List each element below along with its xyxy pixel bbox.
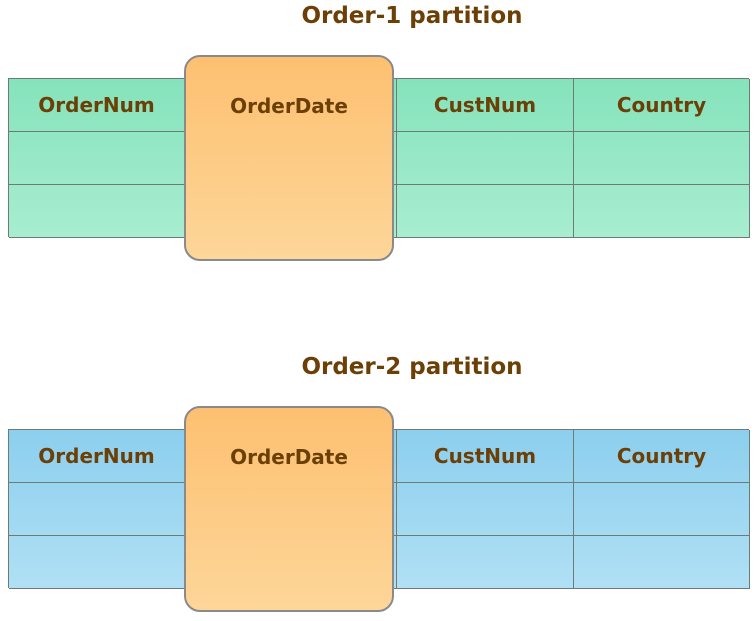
column-header-custnum: CustNum: [397, 79, 574, 132]
table-cell: [574, 185, 750, 238]
column-header-country: Country: [574, 430, 750, 483]
table-cell: [574, 132, 750, 185]
table-cell: [397, 132, 574, 185]
partition-title: Order-1 partition: [301, 3, 523, 29]
table-cell: [9, 536, 185, 589]
table-cell: [9, 185, 185, 238]
highlighted-column-orderdate: OrderDate: [184, 406, 394, 612]
column-header-ordernum: OrderNum: [9, 430, 185, 483]
column-header-ordernum: OrderNum: [9, 79, 185, 132]
partition-title: Order-2 partition: [301, 354, 523, 380]
highlighted-column-orderdate: OrderDate: [184, 55, 394, 261]
table-cell: [9, 132, 185, 185]
column-header-custnum: CustNum: [397, 430, 574, 483]
column-header-orderdate: OrderDate: [230, 445, 348, 469]
column-header-country: Country: [574, 79, 750, 132]
table-cell: [574, 536, 750, 589]
table-cell: [574, 483, 750, 536]
table-cell: [397, 185, 574, 238]
column-header-orderdate: OrderDate: [230, 94, 348, 118]
table-cell: [397, 483, 574, 536]
table-cell: [397, 536, 574, 589]
table-cell: [9, 483, 185, 536]
